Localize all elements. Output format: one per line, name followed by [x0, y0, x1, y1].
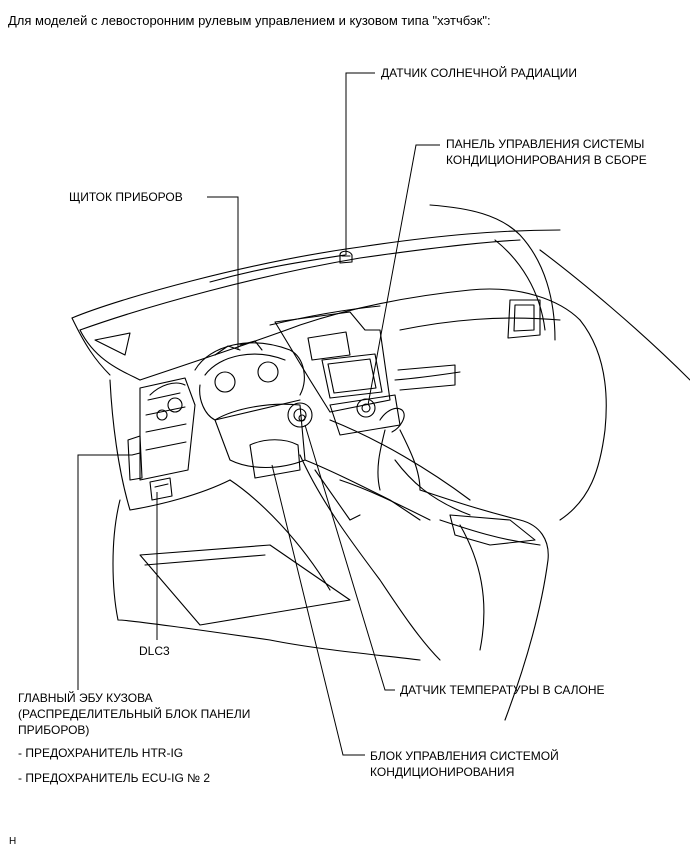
leader-main-body-ecu [77, 454, 132, 690]
leader-ac-amplifier [271, 464, 365, 756]
label-room-temp-sensor: ДАТЧИК ТЕМПЕРАТУРЫ В САЛОНЕ [400, 683, 605, 697]
footer-code: H [9, 836, 17, 847]
diagram-heading: Для моделей с левосторонним рулевым упра… [8, 13, 491, 28]
leader-ac-panel [367, 144, 440, 406]
leader-combination-meter [207, 196, 239, 350]
label-fuse-htr: - ПРЕДОХРАНИТЕЛЬ HTR-IG [18, 746, 184, 760]
label-main-body-ecu-line1: ГЛАВНЫЙ ЭБУ КУЗОВА [18, 691, 153, 705]
label-dlc3: DLC3 [139, 644, 170, 658]
leader-solar-sensor [345, 72, 375, 255]
label-ac-panel-line2: КОНДИЦИОНИРОВАНИЯ В СБОРЕ [446, 153, 647, 167]
label-ac-amplifier-line2: КОНДИЦИОНИРОВАНИЯ [370, 765, 515, 779]
label-combination-meter: ЩИТОК ПРИБОРОВ [69, 190, 183, 204]
label-main-body-ecu-line3: ПРИБОРОВ) [18, 723, 90, 737]
label-main-body-ecu-line2: (РАСПРЕДЕЛИТЕЛЬНЫЙ БЛОК ПАНЕЛИ [18, 707, 251, 721]
leader-room-temp [304, 424, 395, 691]
label-ac-panel-line1: ПАНЕЛЬ УПРАВЛЕНИЯ СИСТЕМЫ [446, 137, 645, 151]
label-ac-amplifier-line1: БЛОК УПРАВЛЕНИЯ СИСТЕМОЙ [370, 749, 559, 763]
label-solar-sensor: ДАТЧИК СОЛНЕЧНОЙ РАДИАЦИИ [381, 66, 578, 80]
label-fuse-ecu: - ПРЕДОХРАНИТЕЛЬ ECU-IG № 2 [18, 771, 211, 785]
